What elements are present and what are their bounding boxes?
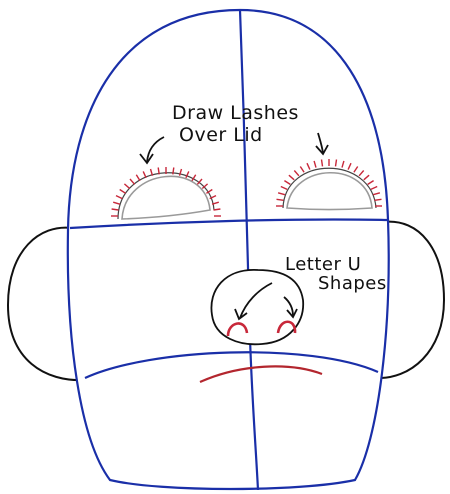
eyelash — [374, 198, 382, 201]
eyelash — [209, 194, 217, 200]
eyelash — [111, 208, 119, 211]
eyelash — [178, 168, 183, 176]
eyelash — [299, 166, 305, 173]
eyelash — [320, 159, 324, 167]
eyelash — [211, 201, 220, 205]
eyelash — [119, 188, 126, 194]
eyelash — [276, 198, 284, 201]
nose-outline — [210, 269, 304, 346]
left-nostril-u-shape — [226, 322, 249, 337]
eyelash — [353, 166, 359, 173]
eyelash — [123, 183, 131, 190]
annotation-letter-u: Letter U — [285, 254, 361, 275]
eyelash — [206, 188, 213, 194]
eyelash — [142, 171, 147, 179]
eyelash — [149, 168, 154, 176]
eyelash — [293, 170, 300, 177]
eyelash — [280, 185, 288, 191]
eyelash — [370, 185, 378, 191]
eyelash — [185, 171, 190, 179]
right-ear — [374, 220, 446, 380]
eyelash — [277, 192, 286, 196]
mouth-frown — [199, 365, 323, 384]
eyelash — [372, 192, 381, 196]
eyelash — [284, 180, 291, 185]
eyelash — [288, 174, 295, 181]
eyelash — [115, 194, 123, 200]
eyelash — [363, 174, 370, 181]
eyelash — [196, 178, 203, 185]
eyelash — [129, 178, 136, 185]
head-outline — [66, 8, 390, 491]
right-eye-lid — [286, 171, 373, 211]
eyelash — [313, 160, 317, 168]
eyelash — [172, 167, 175, 175]
right-eye-lashes — [276, 159, 382, 207]
annotation-over-lid: Over Lid — [179, 124, 263, 146]
eyelash — [341, 160, 345, 168]
left-ear — [6, 226, 86, 382]
eyelash — [358, 170, 365, 177]
eyelash — [135, 174, 141, 182]
eyelash — [157, 167, 160, 175]
eyelash — [347, 162, 352, 170]
eyelash — [306, 162, 311, 170]
mouth-guideline — [84, 351, 379, 379]
arrow-right-nostril — [283, 296, 298, 319]
eyelash — [334, 159, 338, 167]
annotation-shapes: Shapes — [318, 273, 387, 294]
eye-guideline — [69, 218, 389, 230]
right-eye-lid-outer — [282, 167, 377, 209]
arrow-right-lashes — [315, 132, 329, 156]
eyelash — [213, 208, 221, 211]
annotation-draw-lashes: Draw Lashes — [172, 102, 299, 124]
arrow-left-nostril — [234, 282, 273, 321]
left-eye-lashes — [111, 167, 221, 217]
left-eye-lid — [121, 175, 211, 220]
eyelash — [367, 180, 374, 185]
eyelash — [201, 183, 209, 190]
left-eye-lid-outer — [117, 172, 215, 220]
eyelash — [191, 174, 197, 182]
eyelash — [112, 201, 121, 205]
arrow-left-lashes — [139, 136, 165, 165]
right-nostril-u-shape — [276, 320, 297, 334]
